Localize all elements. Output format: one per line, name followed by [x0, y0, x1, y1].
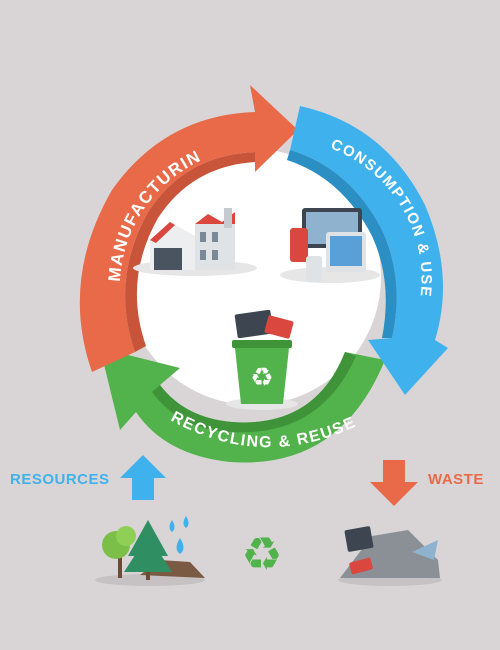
resource-arrow-up-icon — [120, 455, 166, 500]
resources-label: RESOURCES — [10, 471, 110, 488]
recycling-arc — [100, 348, 385, 463]
waste-pile-icon — [338, 526, 442, 586]
manufacturing-arc — [79, 85, 298, 372]
nature-resources-icon — [95, 516, 205, 586]
recycle-symbol-icon: ♻ — [241, 527, 282, 581]
consumption-arc — [287, 106, 448, 395]
devices-icon — [280, 208, 380, 283]
svg-text:♻: ♻ — [250, 363, 273, 393]
factory-icon — [133, 208, 257, 276]
recycle-bin-icon: ♻ — [226, 309, 298, 410]
waste-arrow-down-icon — [370, 460, 418, 506]
waste-label: WASTE — [428, 471, 484, 488]
